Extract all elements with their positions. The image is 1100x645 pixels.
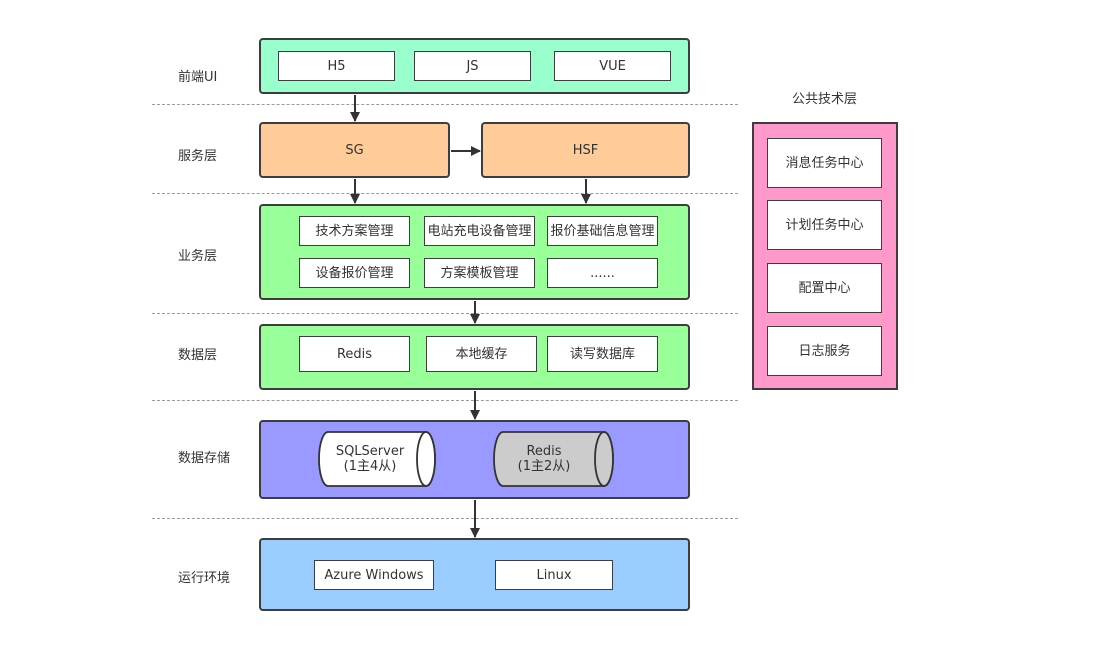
storage-item-name: Redis: [526, 444, 562, 459]
cylinder-icon: [493, 431, 614, 487]
separator-line: [152, 313, 738, 314]
common-item-message-task: 消息任务中心: [767, 138, 882, 188]
common-layer-title: 公共技术层: [792, 92, 858, 107]
layer-label-data: 数据层: [178, 348, 218, 363]
layer-label-runtime: 运行环境: [178, 571, 231, 586]
business-item: 设备报价管理: [299, 258, 410, 288]
frontend-item-h5: H5: [278, 51, 395, 81]
storage-item-redis: Redis (1主2从): [496, 444, 592, 474]
data-item-rw-database: 读写数据库: [547, 336, 658, 372]
service-box-hsf: HSF: [481, 122, 690, 178]
service-box-sg: SG: [259, 122, 450, 178]
storage-item-note: (1主4从): [343, 459, 397, 474]
layer-label-service: 服务层: [178, 149, 218, 164]
common-item-scheduled-task: 计划任务中心: [767, 200, 882, 250]
business-item: 技术方案管理: [299, 216, 410, 246]
separator-line: [152, 104, 738, 105]
data-item-local-cache: 本地缓存: [426, 336, 537, 372]
storage-item-name: SQLServer: [335, 444, 405, 459]
business-item: 报价基础信息管理: [547, 216, 658, 246]
storage-item-sqlserver: SQLServer (1主4从): [322, 444, 418, 474]
frontend-item-vue: VUE: [554, 51, 671, 81]
common-item-log-service: 日志服务: [767, 326, 882, 376]
layer-label-business: 业务层: [178, 249, 218, 264]
business-item: 方案模板管理: [424, 258, 535, 288]
business-item: 电站充电设备管理: [424, 216, 535, 246]
layer-label-frontend: 前端UI: [178, 70, 218, 85]
business-item: ......: [547, 258, 658, 288]
runtime-item-linux: Linux: [495, 560, 613, 590]
separator-line: [152, 518, 738, 519]
common-item-config-center: 配置中心: [767, 263, 882, 313]
cylinder-icon: [318, 431, 436, 487]
layer-label-storage: 数据存储: [178, 451, 231, 466]
runtime-item-azure: Azure Windows: [314, 560, 434, 590]
data-item-redis: Redis: [299, 336, 410, 372]
separator-line: [152, 400, 738, 401]
frontend-item-js: JS: [414, 51, 531, 81]
storage-item-note: (1主2从): [517, 459, 571, 474]
separator-line: [152, 193, 738, 194]
